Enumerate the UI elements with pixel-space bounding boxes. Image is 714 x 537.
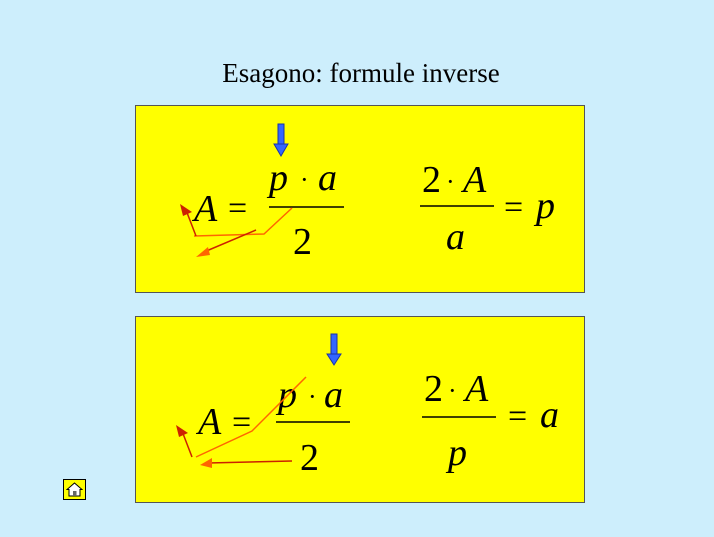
formula-rhs: p (533, 185, 555, 227)
formula-equals: = (232, 404, 251, 441)
home-icon (66, 482, 83, 497)
formula-equals: = (504, 189, 523, 226)
numerator-2: 2 (424, 368, 443, 410)
move-arrow-icon (176, 376, 307, 468)
home-button[interactable] (63, 479, 86, 500)
numerator-p: p (266, 157, 288, 199)
formula-lhs: A (195, 401, 222, 443)
denominator: a (446, 216, 465, 258)
numerator-A: A (462, 368, 489, 410)
formula-canvas-1: A = p · a 2 2 · A a = p (180, 123, 555, 263)
numerator-a: a (324, 374, 343, 416)
denominator: p (445, 432, 467, 474)
formula-equals: = (228, 190, 247, 227)
numerator-dot: · (300, 165, 309, 194)
denominator-2: 2 (293, 221, 312, 263)
numerator-dot: · (448, 376, 457, 405)
page-title: Esagono: formule inverse (222, 58, 500, 88)
formula-equals: = (508, 398, 527, 435)
numerator-p: p (275, 374, 297, 416)
numerator-dot: · (446, 167, 455, 196)
numerator-dot: · (308, 382, 317, 411)
numerator-a: a (318, 157, 337, 199)
arrow-down-icon (273, 123, 289, 157)
numerator-2: 2 (422, 159, 441, 201)
move-arrow-icon (180, 204, 293, 257)
formula-lhs: A (191, 188, 218, 230)
formula-panel-1: A = p · a 2 2 · A a = p (135, 105, 585, 293)
denominator-2: 2 (300, 437, 319, 479)
formula-canvas-2: A = p · a 2 2 · A p = a (176, 333, 559, 479)
formula-rhs: a (540, 394, 559, 436)
arrow-down-icon (326, 333, 342, 366)
numerator-A: A (460, 159, 487, 201)
formula-panel-2: A = p · a 2 2 · A p = a (135, 316, 585, 503)
